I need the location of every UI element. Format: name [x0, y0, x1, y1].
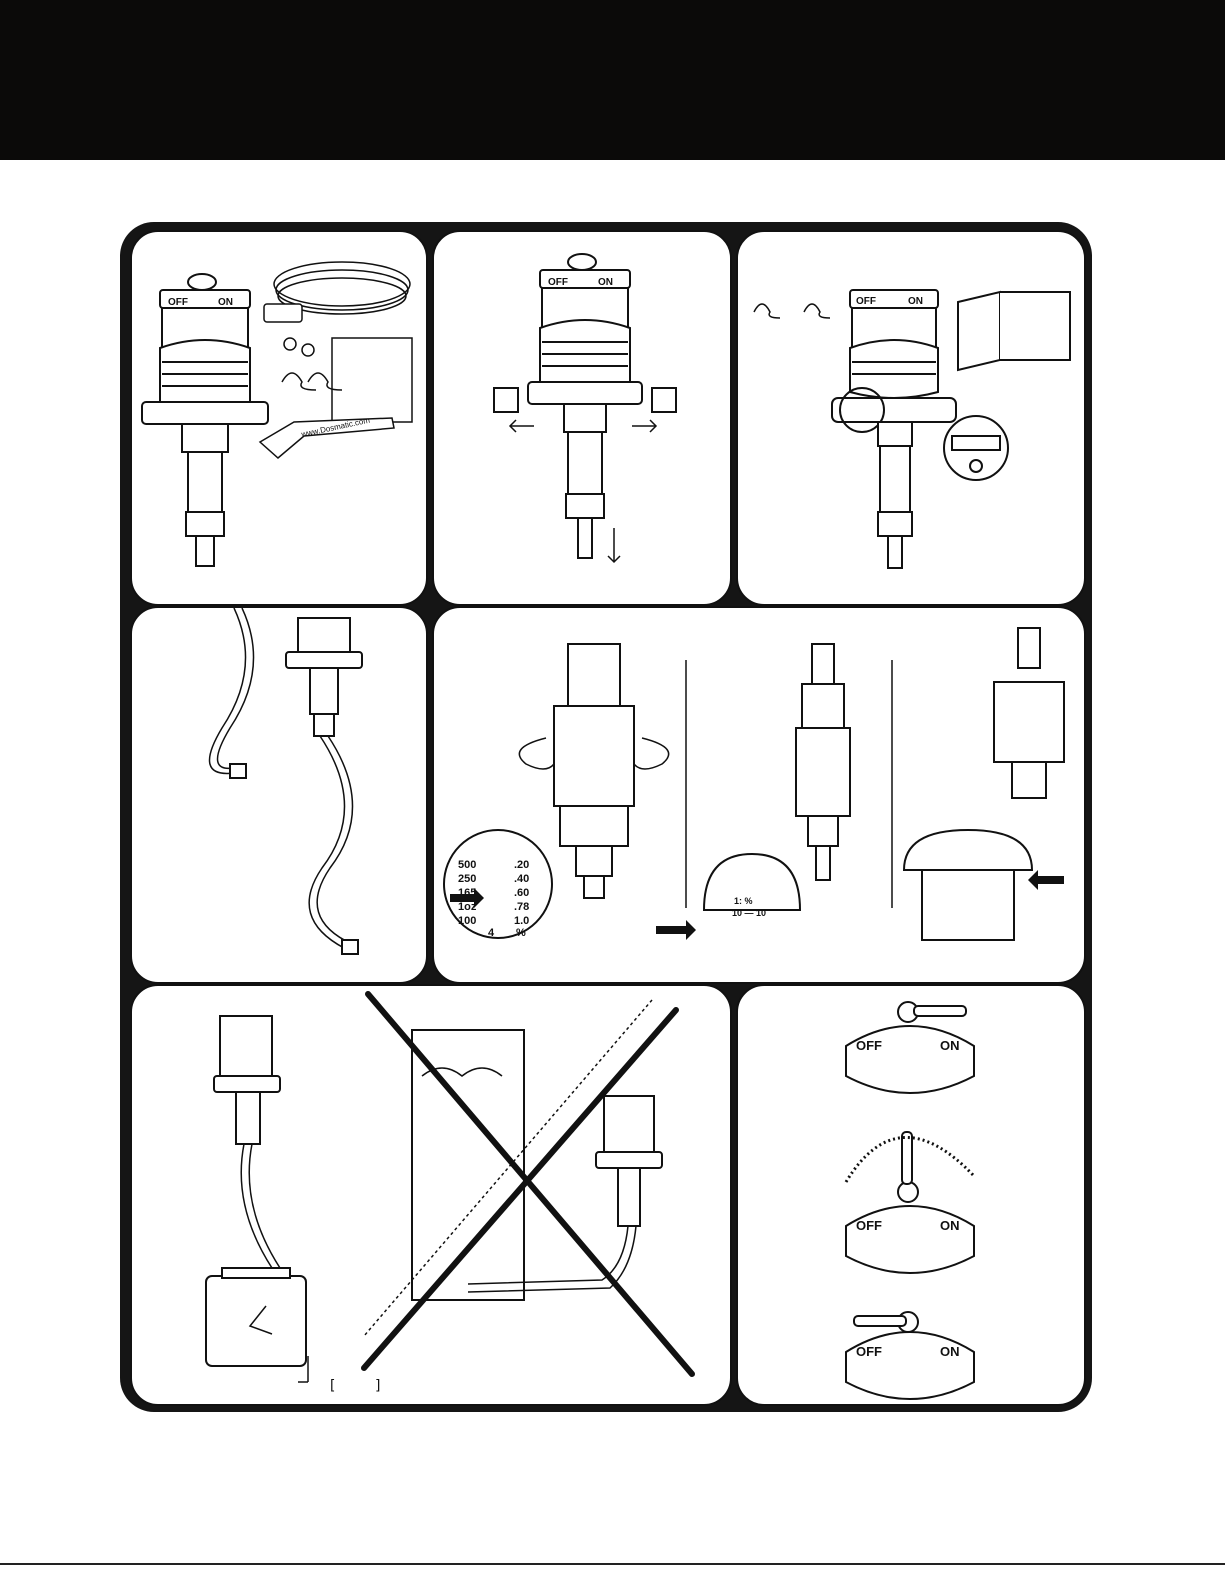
cap-scale-top: 1: %: [734, 896, 753, 906]
svg-text:OFF: OFF: [548, 277, 568, 288]
instruction-frame: OFF ON www.Dosmatic.com: [120, 222, 1092, 1412]
valve-off-label-3: OFF: [856, 1344, 882, 1359]
ratio-right-5: 1.0: [514, 915, 529, 927]
panel-mount: OFF ON: [736, 230, 1086, 606]
ratio-right-3: .60: [514, 887, 529, 899]
bracket-close: ]: [374, 1378, 382, 1394]
ratio-bottom-left: 4: [488, 927, 495, 939]
ratio-left-1: 500: [458, 859, 476, 871]
cap-scale-row: 10 — 10: [732, 908, 766, 918]
svg-text:ON: ON: [598, 277, 613, 288]
injector-parts-illustration: OFF ON www.Dosmatic.com: [132, 232, 426, 604]
valve-on-label-2: ON: [940, 1218, 960, 1233]
bracket-open: [: [328, 1378, 336, 1394]
ratio-adjust-illustration: 500 250 165 1oz 100 .20 .40 .60 .78 1.0 …: [434, 608, 1084, 982]
panel-valve: OFF ON OFF ON OFF ON: [736, 984, 1086, 1406]
svg-text:ON: ON: [908, 296, 923, 307]
ratio-right-4: .78: [514, 901, 529, 913]
valve-on-label-3: ON: [940, 1344, 960, 1359]
ratio-left-5: 100: [458, 915, 476, 927]
panel-ratio-adjust: 500 250 165 1oz 100 .20 .40 .60 .78 1.0 …: [432, 606, 1086, 984]
ratio-right-1: .20: [514, 859, 529, 871]
off-label: OFF: [168, 297, 188, 308]
mount-illustration: OFF ON: [738, 232, 1084, 604]
panel-remove-caps: OFF ON: [432, 230, 732, 606]
valve-illustration: OFF ON OFF ON OFF ON: [738, 986, 1084, 1404]
header-bar: [0, 0, 1225, 160]
container-illustration: [132, 986, 730, 1404]
suction-tube-illustration: [132, 608, 426, 982]
valve-off-label-1: OFF: [856, 1038, 882, 1053]
on-label: ON: [218, 297, 233, 308]
panel-container: [ ]: [130, 984, 732, 1406]
remove-caps-illustration: OFF ON: [434, 232, 730, 604]
valve-on-label-1: ON: [940, 1038, 960, 1053]
panel-suction-tube: [130, 606, 428, 984]
panel-unpack: OFF ON www.Dosmatic.com: [130, 230, 428, 606]
ratio-right-2: .40: [514, 873, 529, 885]
ratio-left-2: 250: [458, 873, 476, 885]
ratio-bottom-right: %: [516, 927, 526, 939]
footer-rule: [0, 1563, 1225, 1565]
valve-off-label-2: OFF: [856, 1218, 882, 1233]
svg-text:OFF: OFF: [856, 296, 876, 307]
